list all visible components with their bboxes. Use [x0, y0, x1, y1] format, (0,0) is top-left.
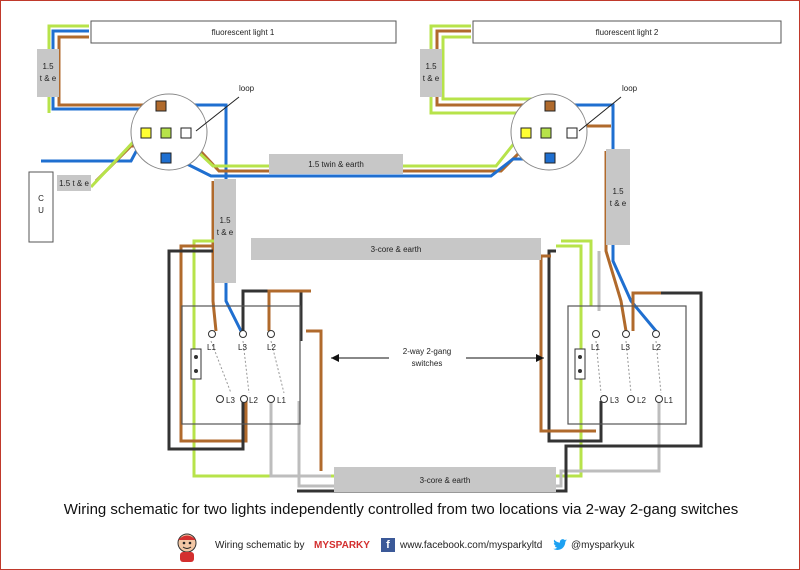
- footer-facebook-link[interactable]: www.facebook.com/mysparkyltd: [400, 540, 543, 551]
- cable-sleeve-light-2-type: t & e: [423, 74, 440, 83]
- footer-twitter-handle[interactable]: @mysparkyuk: [571, 540, 635, 551]
- loop-label-1: loop: [239, 84, 255, 93]
- three-core-cable-top: [251, 238, 541, 260]
- drop-cable-switch-2-type: t & e: [610, 199, 627, 208]
- three-core-cable-bottom: [334, 467, 556, 492]
- facebook-icon: f: [381, 538, 395, 552]
- twin-earth-cable-label: 1.5 twin & earth: [308, 160, 364, 169]
- caption-arrowhead-left: [331, 354, 339, 362]
- consumer-unit-label-u: U: [38, 206, 44, 215]
- cu-feed-cable-label: 1.5 t & e: [59, 179, 89, 188]
- switch-caption-line-2: switches: [412, 359, 443, 368]
- drop-cable-switch-1-type: t & e: [217, 228, 234, 237]
- three-core-cable-top-label: 3-core & earth: [371, 245, 422, 254]
- drop-cable-switch-1: [214, 179, 236, 283]
- loop-label-2: loop: [622, 84, 638, 93]
- switch-2-top-l1: L1: [591, 343, 600, 352]
- rose-2-terminals: [520, 100, 578, 164]
- switch-2-bottom-l3: L3: [610, 396, 619, 405]
- three-core-cable-bottom-label: 3-core & earth: [420, 476, 471, 485]
- loop-arrow-2: [578, 96, 622, 132]
- drop-cable-switch-2: [606, 149, 630, 245]
- fluorescent-light-1: [90, 20, 397, 44]
- cable-sleeve-light-2: [420, 49, 442, 97]
- switch-2-top-l3: L3: [621, 343, 630, 352]
- rose-1-terminals: [140, 100, 192, 164]
- switch-1-top-l3: L3: [238, 343, 247, 352]
- consumer-unit: [28, 171, 54, 243]
- cu-feed-cable: [57, 175, 91, 191]
- twitter-icon: [553, 539, 567, 551]
- cable-sleeve-light-1-size: 1.5: [42, 62, 54, 71]
- caption-arrowhead-right: [536, 354, 544, 362]
- switch-1-bottom-l1: L1: [277, 396, 286, 405]
- switch-1: [181, 305, 301, 425]
- footer-brand: MYSPARKY: [314, 540, 370, 551]
- twin-earth-cable: [269, 154, 403, 174]
- drop-cable-switch-1-size: 1.5: [219, 216, 231, 225]
- diagram-title: Wiring schematic for two lights independ…: [63, 501, 739, 518]
- cable-sleeve-light-1: [37, 49, 59, 97]
- footer: Wiring schematic by MYSPARKY f www.faceb…: [171, 531, 771, 562]
- switch-2-bottom-l1: L1: [664, 396, 673, 405]
- switch-2-bottom-l2: L2: [637, 396, 646, 405]
- light-1-wiring: [41, 24, 549, 332]
- footer-credit-prefix: Wiring schematic by: [215, 540, 305, 551]
- fluorescent-light-1-label: fluorescent light 1: [212, 28, 275, 37]
- switch-1-top-l1: L1: [207, 343, 216, 352]
- fluorescent-light-2: [472, 20, 782, 44]
- consumer-unit-label-c: C: [38, 194, 44, 203]
- wiring-diagram: fluorescent light 1 fluorescent light 2: [28, 20, 782, 493]
- switch-1-bottom-l3: L3: [226, 396, 235, 405]
- cable-sleeve-light-2-size: 1.5: [425, 62, 437, 71]
- switch-2-top-l2: L2: [652, 343, 661, 352]
- drop-cable-switch-2-size: 1.5: [612, 187, 624, 196]
- cable-sleeve-light-1-type: t & e: [40, 74, 57, 83]
- loop-arrow-1: [195, 96, 240, 132]
- switch-2: [567, 305, 687, 425]
- switch-1-bottom-l2: L2: [249, 396, 258, 405]
- mysparky-mascot-icon: [177, 533, 197, 562]
- fluorescent-light-2-label: fluorescent light 2: [596, 28, 659, 37]
- switch-caption-line-1: 2-way 2-gang: [403, 347, 451, 356]
- switch-1-top-l2: L2: [267, 343, 276, 352]
